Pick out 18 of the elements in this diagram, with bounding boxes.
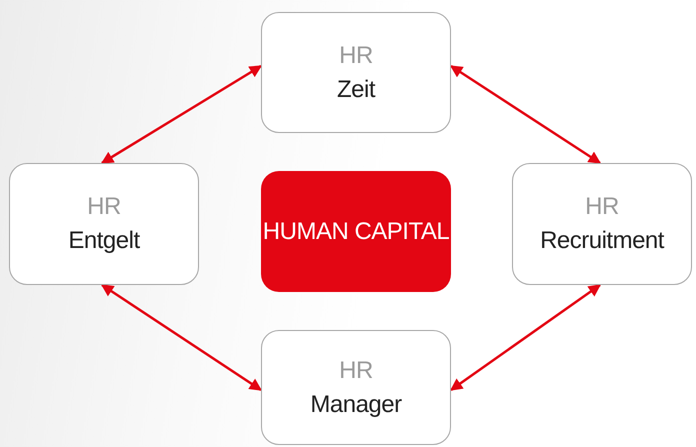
module-name: Zeit <box>336 76 375 104</box>
module-prefix: HR <box>339 42 373 70</box>
module-box <box>261 12 451 133</box>
module-prefix: HR <box>87 193 121 221</box>
module-prefix: HR <box>339 356 373 384</box>
double-arrow <box>100 64 262 164</box>
module-name: Entgelt <box>68 227 140 255</box>
module-name: Manager <box>310 390 402 418</box>
double-arrow <box>450 284 602 392</box>
double-arrow <box>450 64 602 164</box>
module-box <box>512 163 692 285</box>
module-box <box>261 330 451 445</box>
module-prefix: HR <box>585 193 619 221</box>
module-name: Recruitment <box>540 227 664 255</box>
module-name: HUMAN CAPITAL <box>262 218 450 246</box>
double-arrow <box>100 284 262 392</box>
module-box <box>9 163 199 285</box>
core-box <box>261 171 451 292</box>
